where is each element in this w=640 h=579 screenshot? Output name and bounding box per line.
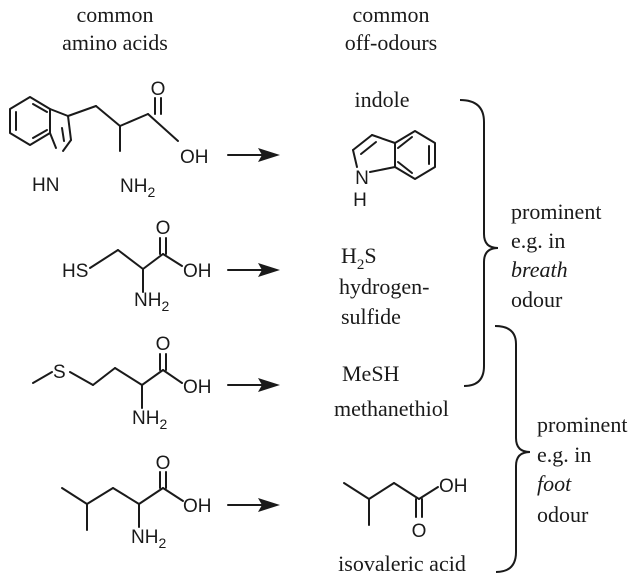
met-nh2: NH2 (132, 408, 167, 432)
foot-label-line4: odour (537, 502, 589, 527)
cys-hs: HS (62, 261, 88, 282)
mesh-name: methanethiol (334, 396, 449, 421)
isovaleric-carbonyl-o: O (412, 521, 427, 542)
breath-label-line4: odour (511, 287, 563, 312)
cys-carbonyl-o: O (156, 218, 171, 239)
foot-label-line1: prominent (537, 412, 627, 437)
indole-n: N (355, 168, 369, 189)
reaction-arrow-cys (227, 263, 280, 277)
breath-brace (459, 99, 499, 387)
breath-label-line2: e.g. in (511, 228, 565, 253)
header-right-line1: common (353, 2, 430, 27)
trp-carbonyl-o: O (151, 79, 166, 100)
reaction-arrow-trp (227, 148, 280, 162)
trp-oh: OH (180, 147, 209, 168)
reaction-arrow-met (227, 378, 280, 392)
trp-nh2: NH2 (120, 176, 155, 200)
isovaleric-oh: OH (439, 476, 468, 497)
isovaleric-acid-structure (343, 482, 439, 526)
h2s-formula: H2S (341, 243, 377, 273)
reaction-arrow-leu (227, 498, 280, 512)
cys-nh2: NH2 (134, 290, 169, 314)
isovaleric-acid-name: isovaleric acid (338, 551, 466, 576)
indole-h: H (353, 190, 367, 211)
trp-hn: HN (32, 175, 59, 196)
cys-oh: OH (183, 261, 212, 282)
foot-brace (494, 325, 531, 573)
header-left-line1: common (77, 2, 154, 27)
met-oh: OH (183, 377, 212, 398)
foot-label-line3: foot (537, 471, 572, 496)
met-s: S (53, 362, 66, 383)
indole-structure (352, 130, 436, 180)
indole-name: indole (355, 87, 410, 112)
mesh-formula: MeSH (342, 361, 400, 386)
leucine-structure (61, 471, 184, 531)
tryptophan-structure (9, 96, 179, 152)
leu-oh: OH (183, 496, 212, 517)
methionine-structure (32, 353, 183, 409)
header-left-line2: amino acids (62, 30, 168, 55)
breath-label-line3: breath (511, 257, 568, 282)
foot-label-line2: e.g. in (537, 442, 591, 467)
met-carbonyl-o: O (156, 334, 171, 355)
cysteine-structure (89, 237, 183, 293)
breath-label-line1: prominent (511, 199, 601, 224)
header-right-line2: off-odours (345, 30, 437, 55)
h2s-name-line1: hydrogen- (339, 274, 429, 299)
leu-carbonyl-o: O (156, 453, 171, 474)
h2s-name-line2: sulfide (341, 304, 401, 329)
leu-nh2: NH2 (131, 527, 166, 551)
